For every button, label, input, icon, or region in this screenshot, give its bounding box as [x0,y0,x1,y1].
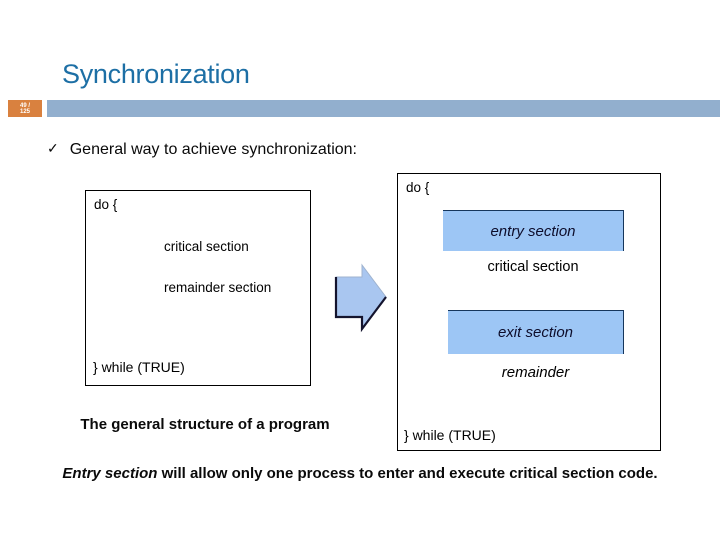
left-program-structure-box: do { critical section remainder section … [85,190,311,386]
right-while-line: } while (TRUE) [404,427,496,443]
right-program-structure-box: do { entry section critical section exit… [397,173,661,451]
left-while-line: } while (TRUE) [93,359,185,375]
right-critical-section-label: critical section [487,259,579,275]
left-remainder-section-label: remainder section [164,280,272,295]
right-do-line: do { [406,180,430,195]
header-accent-bar [47,100,720,117]
bullet-line: ✓ General way to achieve synchronization… [47,140,357,159]
entry-section-box: entry section [443,210,624,251]
exit-section-box: exit section [448,310,624,354]
bullet-text: General way to achieve synchronization: [69,141,357,158]
left-box-caption: The general structure of a program [80,416,330,433]
slide-number-badge: 49 / 125 [8,100,42,117]
slide-number-top: 49 / [19,102,30,109]
checkmark-bullet-icon: ✓ [47,140,59,156]
slide-title: Synchronization [62,59,250,89]
left-do-line: do { [94,197,118,212]
block-arrow-icon [334,263,387,333]
footer-note: Entry section will allow only one proces… [0,465,720,482]
footer-rest: will allow only one process to enter and… [157,465,658,482]
slide-number-bottom: 125 [19,108,30,115]
left-critical-section-label: critical section [164,239,249,254]
right-remainder-label: remainder [501,364,570,381]
footer-emphasis: Entry section [62,465,158,482]
